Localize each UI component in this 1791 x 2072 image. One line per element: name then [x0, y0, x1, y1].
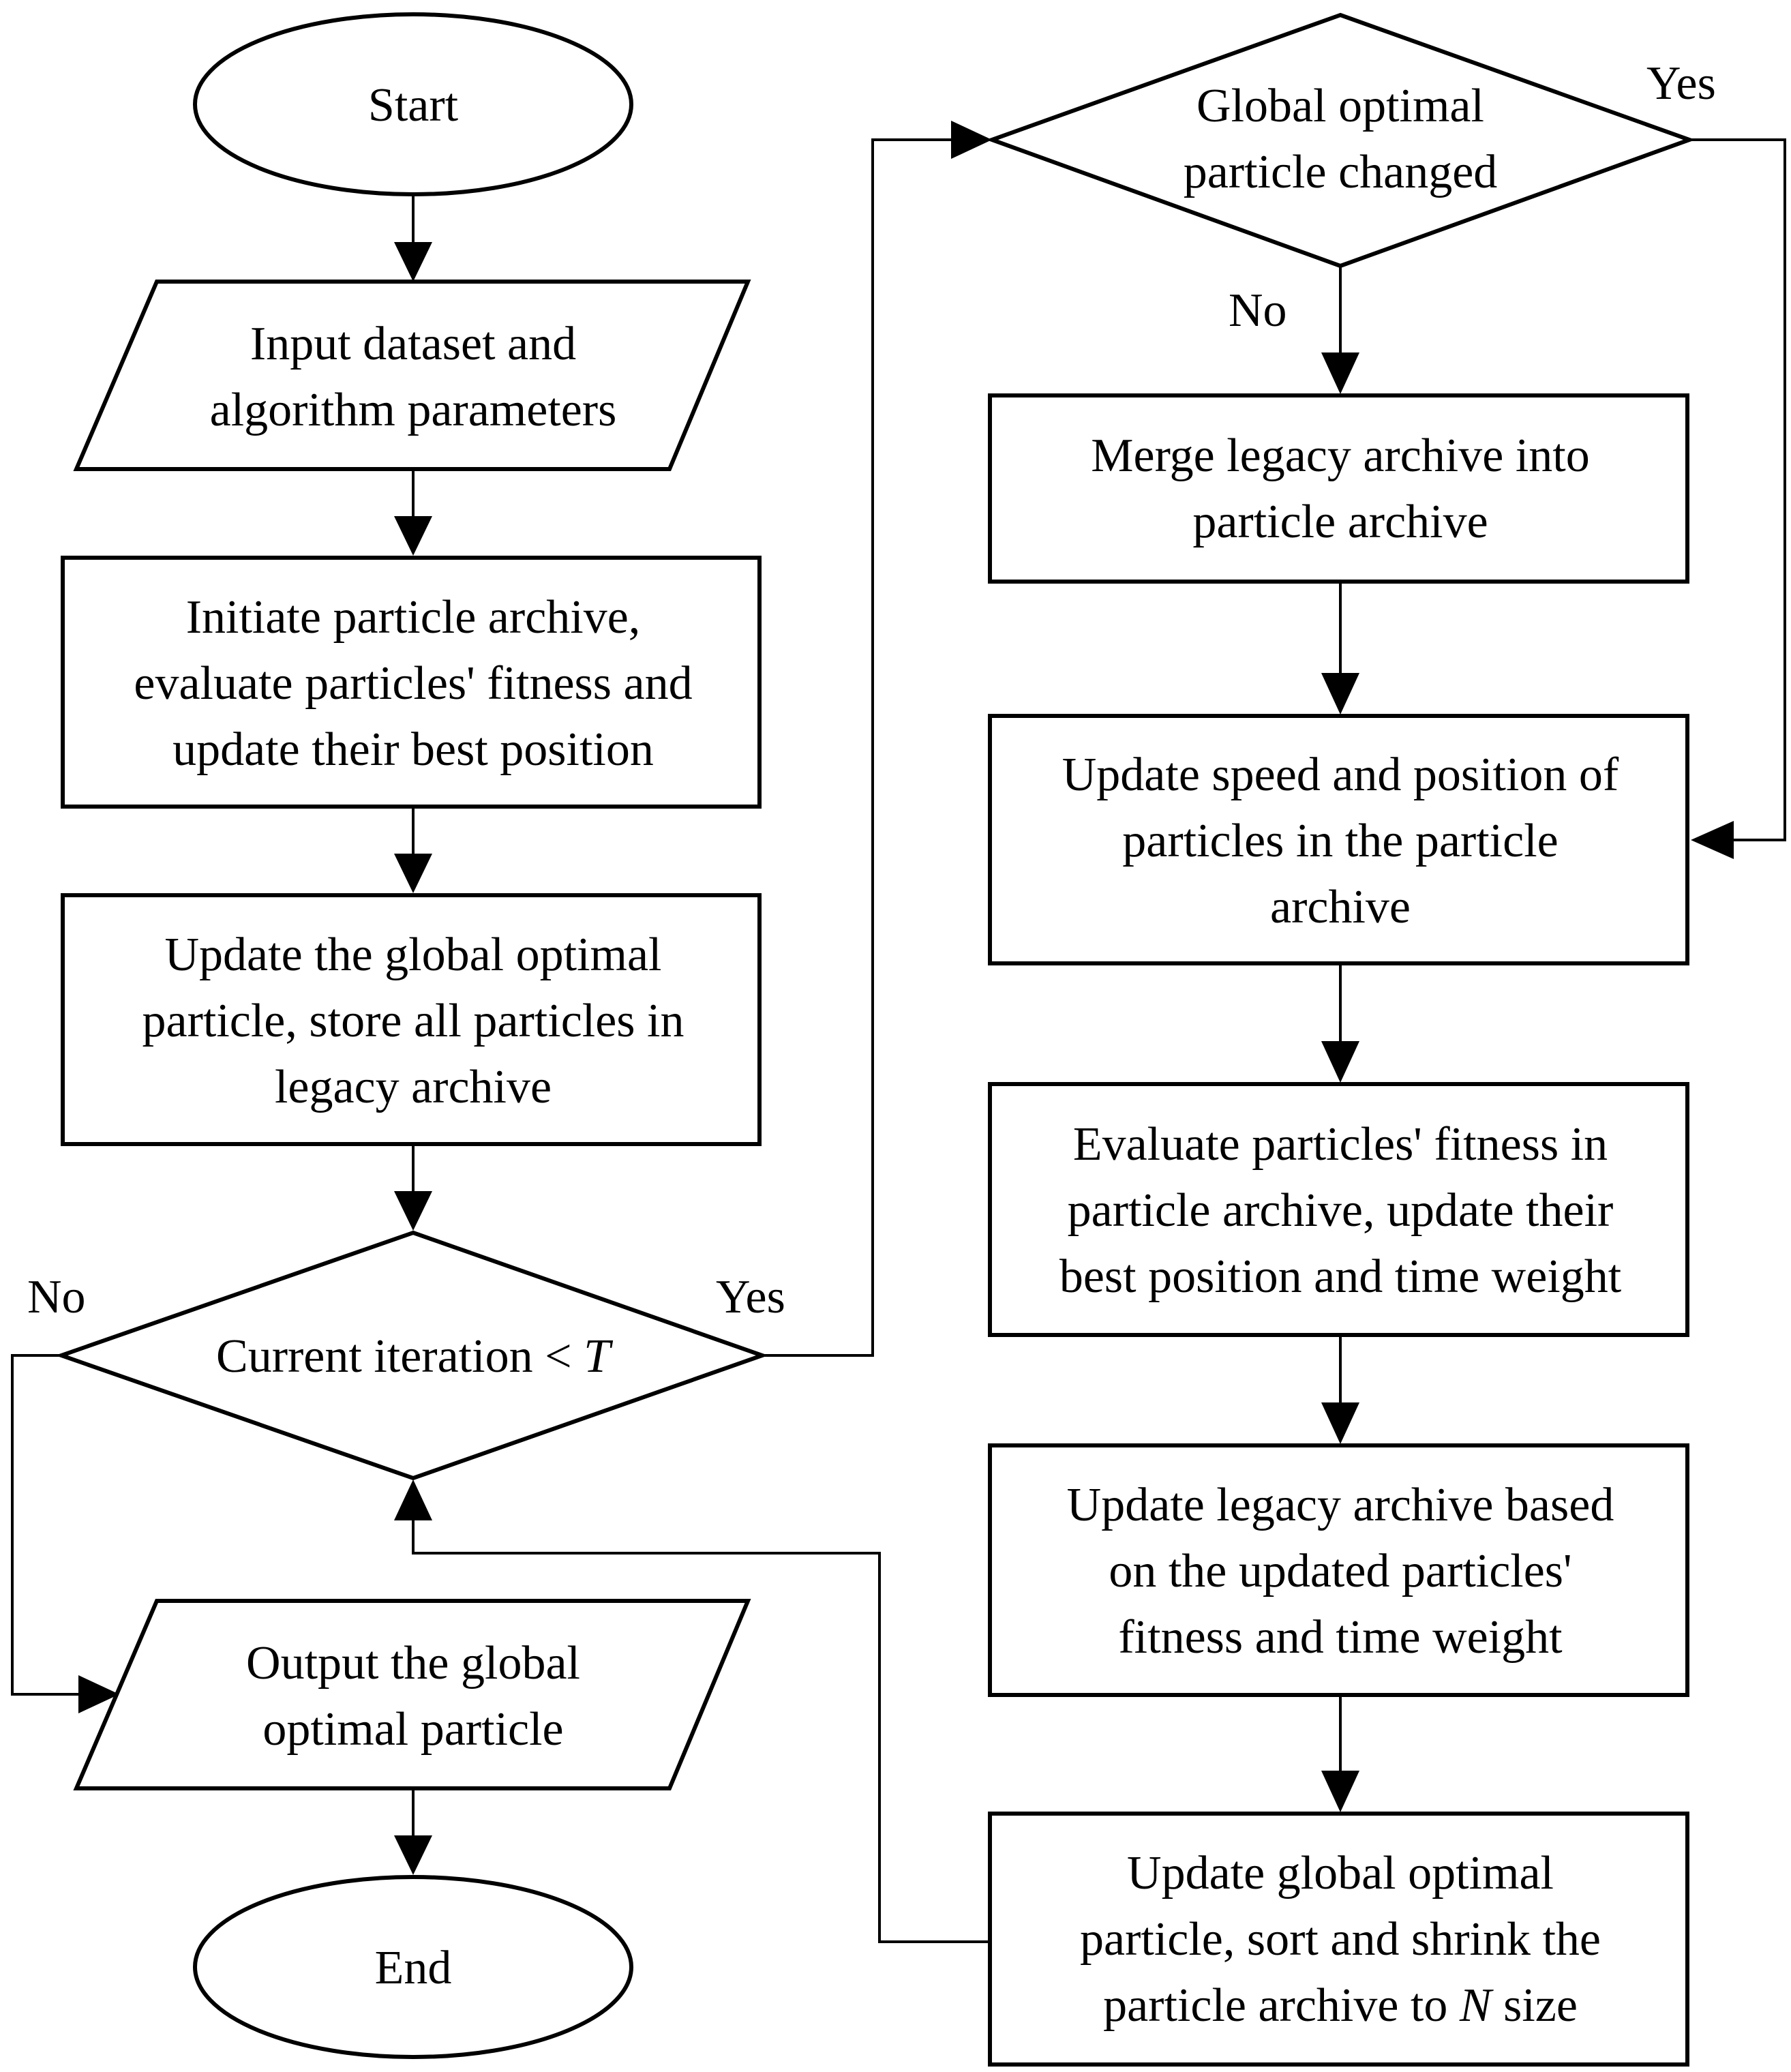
arrowhead — [78, 1675, 119, 1713]
arrowhead — [394, 242, 432, 282]
edge-iter-yes-to-check-changed — [762, 138, 954, 1357]
arrowhead — [1321, 1041, 1359, 1083]
node-update-legacy: Update legacy archive based on the updat… — [988, 1443, 1689, 1697]
update-legacy-label-line-1: Update legacy archive based — [1067, 1479, 1614, 1531]
evaluate-process-box — [988, 1082, 1689, 1337]
node-start: Start — [193, 12, 633, 196]
update-speed-label-line-3: archive — [1270, 881, 1411, 933]
check-changed-label-line-1: Global optimal — [1196, 80, 1484, 132]
evaluate-label-line-3: best position and time weight — [1059, 1250, 1622, 1303]
update-legacy-label-line-3: fitness and time weight — [1118, 1611, 1563, 1664]
update-legacy-process-box — [988, 1443, 1689, 1697]
node-update-speed: Update speed and position of particles i… — [988, 714, 1689, 965]
end-terminal — [193, 1875, 633, 2059]
node-end: End — [193, 1875, 633, 2059]
update-speed-process-box — [988, 714, 1689, 965]
update-sort-label-line-1: Update global optimal — [1127, 1847, 1554, 1900]
arrowhead — [394, 1835, 432, 1875]
arrowhead — [394, 854, 432, 893]
output-label-line-1: Output the global — [246, 1637, 580, 1690]
merge-process-box — [988, 393, 1689, 584]
update-global-label-line-1: Update the global optimal — [165, 929, 662, 981]
init-label-line-1: Initiate particle archive, — [186, 591, 641, 644]
node-output: Output the global optimal particle — [73, 1599, 751, 1790]
arrowhead — [1321, 673, 1359, 715]
changed-yes-label: Yes — [1646, 57, 1716, 110]
update-sort-label-line-3: particle archive to N size — [1103, 1979, 1578, 2032]
edge-iter-no-to-output — [11, 1354, 82, 1696]
node-check-iter: Current iteration < T — [55, 1230, 769, 1481]
update-sort-line-3-post: size — [1492, 1979, 1578, 2032]
arrowhead — [1321, 1402, 1359, 1444]
input-label-line-2: algorithm parameters — [210, 384, 617, 436]
input-label-line-1: Input dataset and — [250, 318, 576, 370]
update-global-process-box — [61, 893, 762, 1146]
update-speed-label-line-2: particles in the particle — [1122, 815, 1558, 867]
end-label: End — [375, 1942, 452, 1994]
node-input: Input dataset and algorithm parameters — [73, 280, 751, 471]
evaluate-label-line-1: Evaluate particles' fitness in — [1073, 1118, 1608, 1171]
arrowhead — [1691, 821, 1734, 859]
update-sort-line-3-var: N — [1459, 1979, 1494, 2032]
init-label-line-2: evaluate particles' fitness and — [134, 657, 692, 710]
check-iter-text: Current iteration < — [216, 1330, 584, 1383]
check-changed-decision — [986, 12, 1696, 269]
update-sort-label-line-2: particle, sort and shrink the — [1080, 1913, 1601, 1966]
start-terminal — [193, 12, 633, 196]
arrowhead — [394, 1480, 432, 1520]
check-iter-decision — [55, 1230, 769, 1481]
init-label-line-3: update their best position — [172, 723, 654, 776]
update-speed-label-line-1: Update speed and position of — [1062, 749, 1619, 801]
check-iter-var: T — [584, 1330, 614, 1383]
merge-label-line-1: Merge legacy archive into — [1091, 430, 1589, 482]
update-sort-process-box — [988, 1812, 1689, 2067]
update-global-label-line-3: legacy archive — [275, 1061, 552, 1113]
edge-update-sort-to-check-iter — [412, 1517, 990, 1943]
node-update-global: Update the global optimal particle, stor… — [61, 893, 762, 1146]
node-check-changed: Global optimal particle changed — [986, 12, 1696, 269]
iter-no-label: No — [27, 1271, 86, 1323]
update-legacy-label-line-2: on the updated particles' — [1109, 1545, 1571, 1597]
input-data-shape — [73, 280, 751, 471]
node-merge: Merge legacy archive into particle archi… — [988, 393, 1689, 584]
evaluate-label-line-2: particle archive, update their — [1068, 1184, 1614, 1237]
edge-changed-yes-to-update-speed — [1689, 138, 1786, 841]
arrowhead — [1321, 352, 1359, 394]
changed-no-label: No — [1229, 284, 1287, 337]
check-changed-label-line-2: particle changed — [1184, 146, 1498, 198]
connectors — [11, 121, 1786, 1943]
output-data-shape — [73, 1599, 751, 1790]
update-global-label-line-2: particle, store all particles in — [142, 995, 684, 1047]
arrowhead — [951, 121, 992, 159]
arrowhead — [1321, 1771, 1359, 1812]
arrowhead — [394, 516, 432, 556]
arrowhead — [394, 1191, 432, 1231]
init-process-box — [61, 556, 762, 809]
node-init: Initiate particle archive, evaluate part… — [61, 556, 762, 809]
node-update-sort: Update global optimal particle, sort and… — [988, 1812, 1689, 2067]
check-iter-label: Current iteration < T — [216, 1330, 614, 1383]
update-sort-line-3-pre: particle archive to — [1103, 1979, 1460, 2032]
start-label: Start — [368, 79, 459, 132]
output-label-line-2: optimal particle — [262, 1703, 563, 1756]
merge-label-line-2: particle archive — [1192, 496, 1488, 548]
node-evaluate: Evaluate particles' fitness in particle … — [988, 1082, 1689, 1337]
iter-yes-label: Yes — [716, 1271, 785, 1323]
